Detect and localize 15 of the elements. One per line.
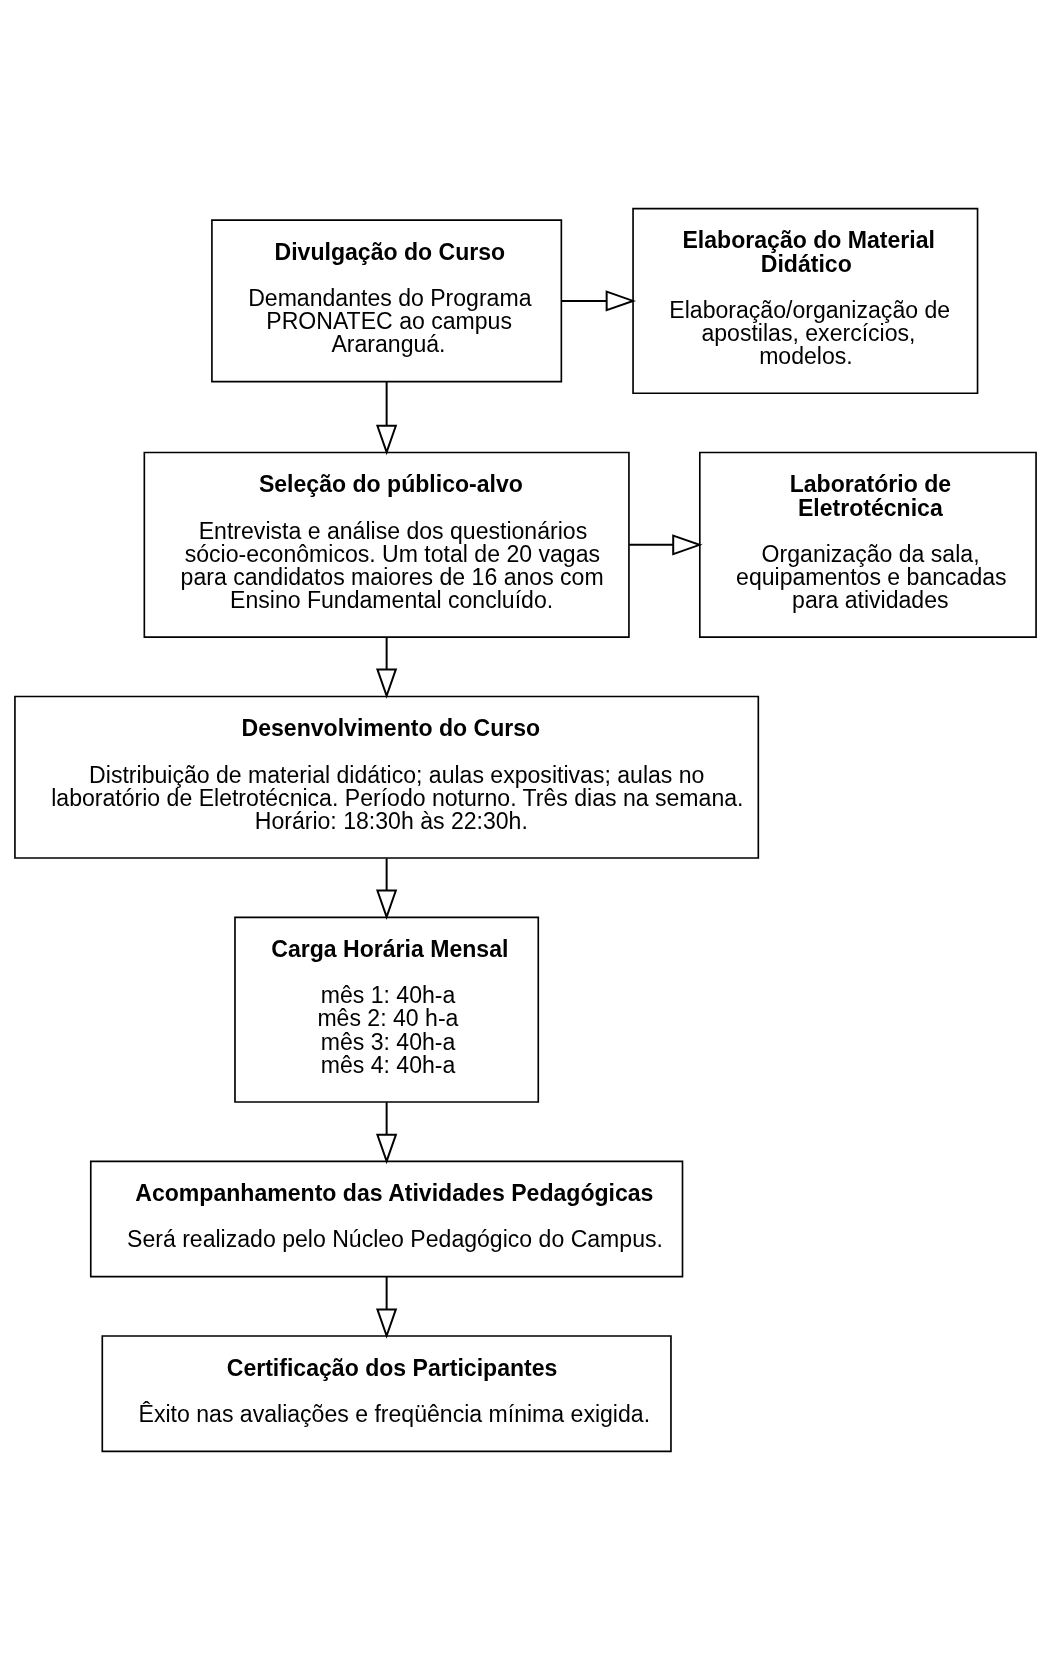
arrow (376, 381, 398, 456)
arrow (376, 857, 398, 920)
node-box: Certificação dos Participantes Êxito nas avaliações e freqüência mínima exigida. (101, 1335, 672, 1453)
arrow (376, 636, 398, 699)
arrow (560, 290, 636, 312)
arrow (628, 534, 703, 556)
node-box: Acompanhamento das Atividades Pedagógicas Será realizado pelo Núcleo Pedagógico do Campus. (89, 1160, 684, 1278)
node-box: Elaboração do Material Didático Elaboração/organização de apostilas, exercícios, modelos. (632, 207, 979, 395)
node-box: Seleção do público-alvo Entrevista e análise dos questionários sócio-econômicos. Um total de 20 vagas para candidatos maiores de 16 anos com Ensino Fundamental concluído. (143, 451, 630, 638)
node-box: Desenvolvimento do Curso Distribuição de material didático; aulas expositivas; aulas no laboratório de Eletrotécnica. Período noturno. Três dias na semana. Horário: 18:30h às 22:30h. (14, 695, 760, 859)
node-box: Carga Horária Mensal mês 1: 40h-a mês 2: 40 h-a mês 3: 40h-a mês 4: 40h-a (234, 916, 540, 1103)
node-box: Divulgação do Curso Demandantes do Programa PRONATEC ao campus Araranguá. (211, 219, 563, 383)
arrow (376, 1101, 398, 1165)
node-box: Laboratório de Eletrotécnica Organização da sala, equipamentos e bancadas para atividades (699, 451, 1037, 638)
arrow (376, 1275, 398, 1339)
